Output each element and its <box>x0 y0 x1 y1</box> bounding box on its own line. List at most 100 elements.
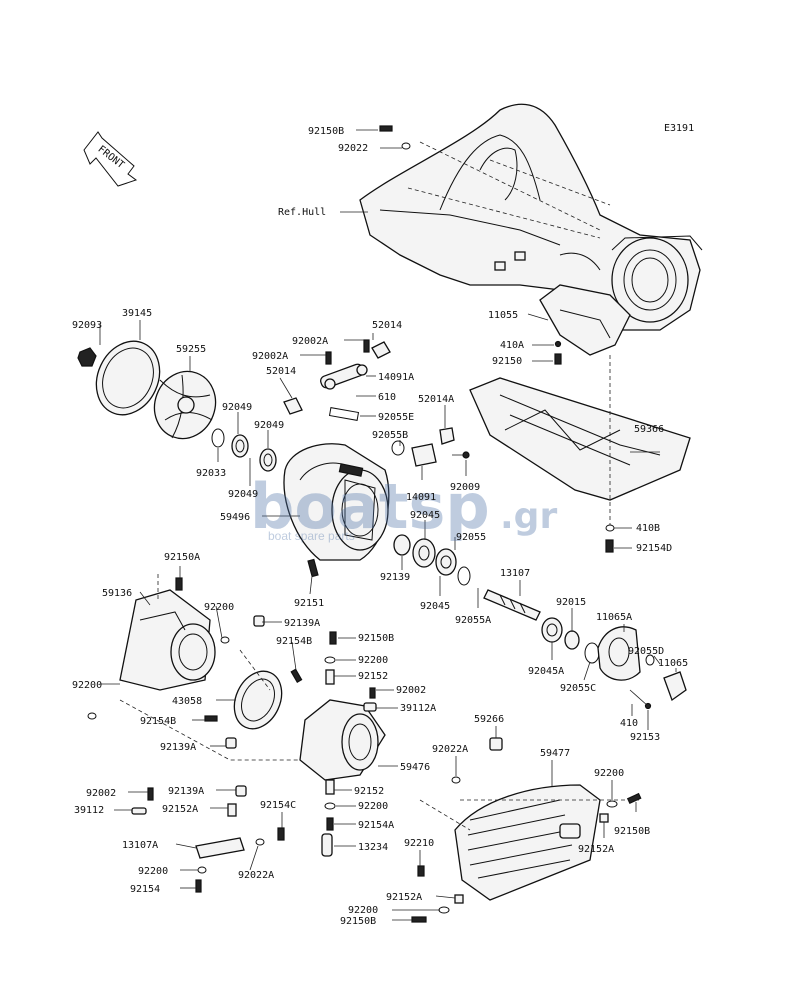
bolt-92002-b <box>147 787 154 801</box>
label-92002-b: 92002 <box>86 788 116 799</box>
label-92002A-b: 92002A <box>252 351 288 362</box>
label-92200-b: 92200 <box>358 655 388 666</box>
label-92150B-bot: 92150B <box>614 826 650 837</box>
washer-92200-c <box>87 712 97 720</box>
label-39145: 39145 <box>122 308 152 319</box>
label-59255: 59255 <box>176 344 206 355</box>
collar-92139 <box>393 534 411 556</box>
bolt-92150B-mid <box>329 631 337 645</box>
label-610: 610 <box>378 392 396 403</box>
label-92139: 92139 <box>380 572 410 583</box>
impeller-59255 <box>153 370 217 440</box>
washer-92022-top <box>401 142 411 150</box>
fitting-59266 <box>489 737 503 751</box>
nipple-52014-b <box>283 397 303 415</box>
label-92154B-a: 92154B <box>276 636 312 647</box>
label-92022-top: 92022 <box>338 143 368 154</box>
label-92002A-a: 92002A <box>292 336 328 347</box>
label-92152-a: 92152 <box>358 671 388 682</box>
bolt-410A <box>554 340 562 348</box>
bolt-92154A <box>326 817 334 831</box>
label-92150: 92150 <box>492 356 522 367</box>
label-92150B-last: 92150B <box>340 916 376 927</box>
label-92002-a: 92002 <box>396 685 426 696</box>
washer-410B <box>605 524 615 532</box>
bolt-410-92153 <box>629 689 652 710</box>
label-92009: 92009 <box>450 482 480 493</box>
label-92154C: 92154C <box>260 800 296 811</box>
label-92033: 92033 <box>196 468 226 479</box>
label-39112: 39112 <box>74 805 104 816</box>
stud-92093 <box>77 347 97 367</box>
bolt-92154B-a <box>290 668 303 684</box>
bolt-92154D <box>605 539 614 553</box>
label-92022A-b: 92022A <box>238 870 274 881</box>
collar-92152A-b <box>454 894 464 904</box>
part-labels: E3191 92150B 92022 Ref.Hull 11055 410A 9… <box>72 123 694 927</box>
diagram-code: E3191 <box>664 123 694 134</box>
label-11065: 11065 <box>658 658 688 669</box>
label-92200-c: 92200 <box>72 680 102 691</box>
label-92200-e: 92200 <box>594 768 624 779</box>
bolt-92150 <box>554 353 562 365</box>
label-92200-d: 92200 <box>358 801 388 812</box>
label-92154A: 92154A <box>358 820 394 831</box>
shaft-13107 <box>483 589 541 621</box>
label-92045-a: 92045 <box>410 510 440 521</box>
gasket-92055E <box>328 407 360 421</box>
label-59366: 59366 <box>634 424 664 435</box>
watermark-tagline: boat spare parts <box>268 529 355 543</box>
pump-case-59496 <box>283 443 390 561</box>
label-92055D: 92055D <box>628 646 664 657</box>
fitting-14091A <box>320 363 368 390</box>
label-92154: 92154 <box>130 884 160 895</box>
label-92200-f: 92200 <box>348 905 378 916</box>
front-direction-arrow: FRONT <box>83 131 138 187</box>
label-52014-a: 52014 <box>372 320 402 331</box>
nozzle-59136 <box>119 589 216 691</box>
bearing-92045A <box>541 617 563 643</box>
label-92055: 92055 <box>456 532 486 543</box>
label-11065A: 11065A <box>596 612 632 623</box>
label-92055C: 92055C <box>560 683 596 694</box>
label-52014-b: 52014 <box>266 366 296 377</box>
bearing-92045-a <box>412 538 436 568</box>
oring-92055C <box>584 642 600 664</box>
watermark-tld: .gr <box>500 496 557 537</box>
label-92153: 92153 <box>630 732 660 743</box>
bushing-39112A <box>363 702 377 712</box>
pump-cover-59366 <box>469 355 691 525</box>
bushing-39112 <box>131 807 147 815</box>
bearing-92049-a <box>231 434 249 458</box>
bolt-92150B-bot <box>626 792 642 805</box>
oring-92055B <box>391 440 405 456</box>
label-92045-b: 92045 <box>420 601 450 612</box>
hull-drawing <box>359 103 703 331</box>
washer-92200-a <box>220 636 230 644</box>
steering-nozzle-59476 <box>299 699 386 781</box>
label-59476: 59476 <box>400 762 430 773</box>
label-92049-c: 92049 <box>228 489 258 500</box>
washer-92200-d <box>324 802 336 810</box>
nipple-52014A <box>439 427 455 445</box>
label-92055B: 92055B <box>372 430 408 441</box>
label-92022A-a: 92022A <box>432 744 468 755</box>
label-92152A-c: 92152A <box>162 804 198 815</box>
label-92049-a: 92049 <box>222 402 252 413</box>
collar-92152-b <box>325 779 335 795</box>
oring-92055 <box>457 566 471 586</box>
label-92139A-a: 92139A <box>284 618 320 629</box>
washer-92200-g <box>197 866 207 874</box>
label-11055: 11055 <box>488 310 518 321</box>
label-92152A-a: 92152A <box>578 844 614 855</box>
cap-11065A <box>597 626 641 681</box>
fitting-14091 <box>411 443 437 467</box>
label-92049-b: 92049 <box>254 420 284 431</box>
label-92200-a: 92200 <box>204 602 234 613</box>
label-14091: 14091 <box>406 492 436 503</box>
ring-43058 <box>233 670 283 730</box>
collar-92139A-a <box>253 615 265 627</box>
bolt-92154C <box>277 827 285 841</box>
wear-ring-39145 <box>95 340 161 416</box>
